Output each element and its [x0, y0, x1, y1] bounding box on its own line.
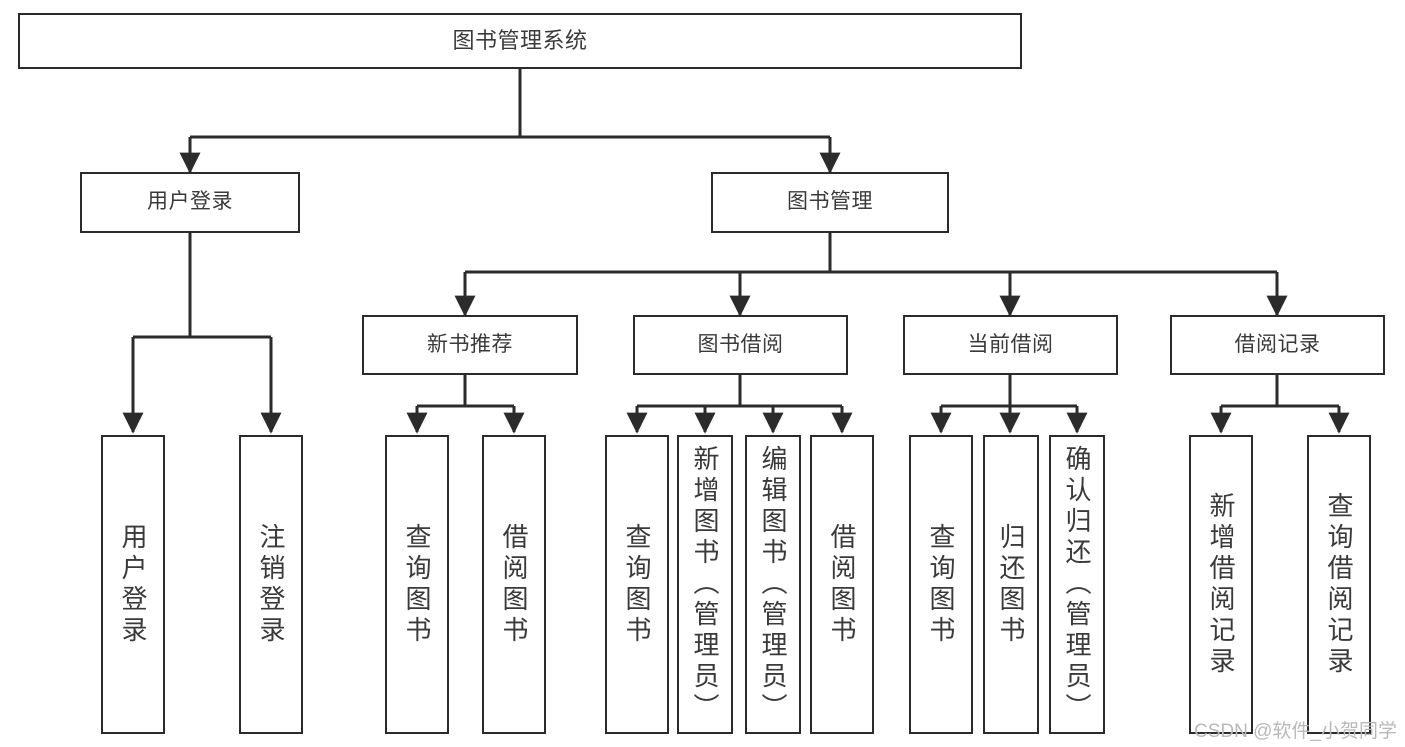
- node-label: 注销登录: [256, 522, 286, 647]
- node-label: 当前借阅: [967, 332, 1054, 356]
- leaf-user-login[interactable]: 用户登录: [101, 435, 165, 734]
- node-user-login[interactable]: 用户登录: [80, 172, 300, 233]
- node-label: 用户登录: [118, 522, 148, 647]
- node-book-borrow[interactable]: 图书借阅: [633, 315, 848, 375]
- node-label: 归还图书: [996, 522, 1026, 647]
- node-label: 编辑图书（管理员）: [758, 445, 788, 724]
- leaf-query-borrow-record[interactable]: 查询借阅记录: [1307, 435, 1371, 734]
- node-label: 新增图书（管理员）: [690, 445, 720, 724]
- node-label: 查询图书: [402, 522, 432, 647]
- node-label: 图书借阅: [697, 332, 784, 356]
- leaf-logout-login[interactable]: 注销登录: [239, 435, 303, 734]
- leaf-query-book-borrow[interactable]: 查询图书: [605, 435, 669, 734]
- leaf-add-borrow-record[interactable]: 新增借阅记录: [1189, 435, 1253, 734]
- leaf-query-book-current[interactable]: 查询图书: [909, 435, 973, 734]
- node-label: 用户登录: [147, 190, 233, 214]
- node-label: 借阅图书: [499, 522, 529, 647]
- node-label: 图书管理: [787, 190, 873, 214]
- node-label: 新增借阅记录: [1206, 491, 1236, 678]
- node-label: 借阅图书: [827, 522, 857, 647]
- node-label: 确认归还（管理员）: [1062, 445, 1092, 724]
- node-label: 借阅记录: [1234, 332, 1321, 356]
- node-label: 查询图书: [926, 522, 956, 647]
- node-borrow-record[interactable]: 借阅记录: [1170, 315, 1385, 375]
- node-label: 图书管理系统: [452, 28, 588, 54]
- csdn-watermark: CSDN @软件_小贺同学: [1194, 721, 1397, 742]
- node-new-book-recommend[interactable]: 新书推荐: [362, 315, 578, 375]
- node-label: 查询图书: [622, 522, 652, 647]
- node-label: 新书推荐: [427, 332, 513, 356]
- node-label: 查询借阅记录: [1324, 491, 1354, 678]
- node-book-manage[interactable]: 图书管理: [711, 172, 949, 233]
- leaf-confirm-return-admin[interactable]: 确认归还（管理员）: [1049, 435, 1105, 734]
- leaf-return-book[interactable]: 归还图书: [983, 435, 1039, 734]
- node-current-borrow[interactable]: 当前借阅: [903, 315, 1118, 375]
- leaf-borrow-book-rec[interactable]: 借阅图书: [482, 435, 546, 734]
- leaf-edit-book-admin[interactable]: 编辑图书（管理员）: [745, 435, 801, 734]
- leaf-query-book-rec[interactable]: 查询图书: [385, 435, 449, 734]
- leaf-borrow-book-borrow[interactable]: 借阅图书: [810, 435, 874, 734]
- leaf-add-book-admin[interactable]: 新增图书（管理员）: [677, 435, 733, 734]
- node-root-system[interactable]: 图书管理系统: [18, 13, 1022, 69]
